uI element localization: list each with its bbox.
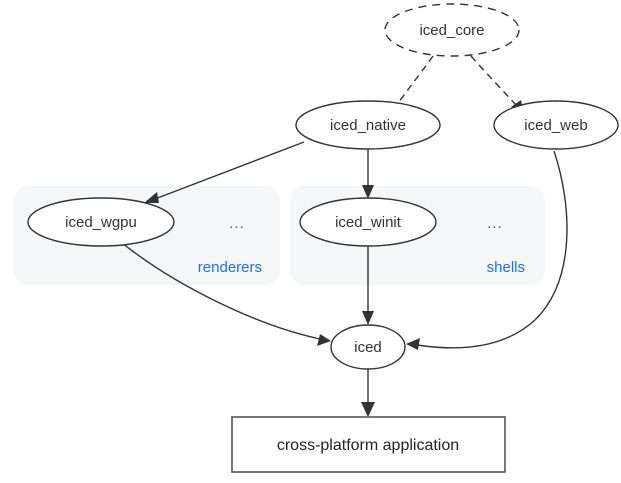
node-iced-wgpu[interactable]: iced_wgpu — [27, 197, 175, 247]
edge-iced-winit-to-iced-arrowhead — [362, 311, 374, 325]
node-iced-wgpu-shape[interactable] — [27, 197, 175, 247]
node-iced-core[interactable]: iced_core — [384, 3, 520, 57]
cluster-renderers-ellipsis: ... — [229, 215, 245, 232]
node-iced-native-label: iced_native — [330, 117, 406, 134]
edge-iced-wgpu-to-iced-line — [121, 242, 321, 340]
node-iced-label: iced — [354, 339, 382, 356]
edge-iced-native-to-iced-winit — [362, 144, 374, 199]
node-iced-native[interactable]: iced_native — [295, 100, 441, 150]
edge-iced-web-to-iced — [406, 150, 568, 350]
node-application-label: cross-platform application — [277, 437, 459, 454]
node-iced-winit[interactable]: iced_winit — [299, 197, 437, 247]
cluster-renderers-label: renderers — [198, 259, 262, 276]
node-iced-web-shape[interactable] — [493, 100, 619, 150]
node-application[interactable]: cross-platform application — [231, 416, 506, 473]
edge-iced-to-application — [361, 369, 375, 417]
node-iced-web-label: iced_web — [524, 117, 587, 134]
node-iced-native-shape[interactable] — [295, 100, 441, 150]
edge-iced-native-to-iced-wgpu-line — [154, 141, 305, 200]
cluster-shells-label: shells — [487, 259, 525, 276]
edge-iced-web-to-iced-line — [416, 150, 568, 349]
edge-iced-core-to-iced-native-line — [395, 55, 434, 107]
edge-iced-native-to-iced-winit-arrowhead — [362, 185, 374, 199]
node-iced-web[interactable]: iced_web — [493, 100, 619, 150]
node-iced-winit-label: iced_winit — [335, 214, 402, 231]
node-iced-shape[interactable] — [330, 324, 406, 370]
node-iced[interactable]: iced — [330, 324, 406, 370]
edge-iced-wgpu-to-iced — [121, 242, 331, 346]
edge-iced-core-to-iced-web-line — [470, 55, 518, 107]
edge-iced-native-to-iced-wgpu — [144, 141, 305, 203]
node-iced-core-shape[interactable] — [384, 3, 520, 57]
node-iced-wgpu-label: iced_wgpu — [65, 214, 137, 231]
node-application-shape[interactable] — [231, 416, 506, 473]
edge-iced-native-to-iced-wgpu-arrowhead — [144, 192, 159, 203]
cluster-shells-ellipsis: ... — [487, 215, 503, 232]
edge-iced-wgpu-to-iced-arrowhead — [317, 334, 331, 346]
edge-iced-winit-to-iced — [362, 246, 374, 325]
edge-iced-to-application-arrowhead — [361, 402, 375, 417]
edge-iced-core-to-iced-web — [470, 55, 524, 114]
node-iced-winit-shape[interactable] — [299, 197, 437, 247]
edge-iced-web-to-iced-arrowhead — [406, 338, 420, 350]
node-iced-core-label: iced_core — [419, 22, 484, 39]
